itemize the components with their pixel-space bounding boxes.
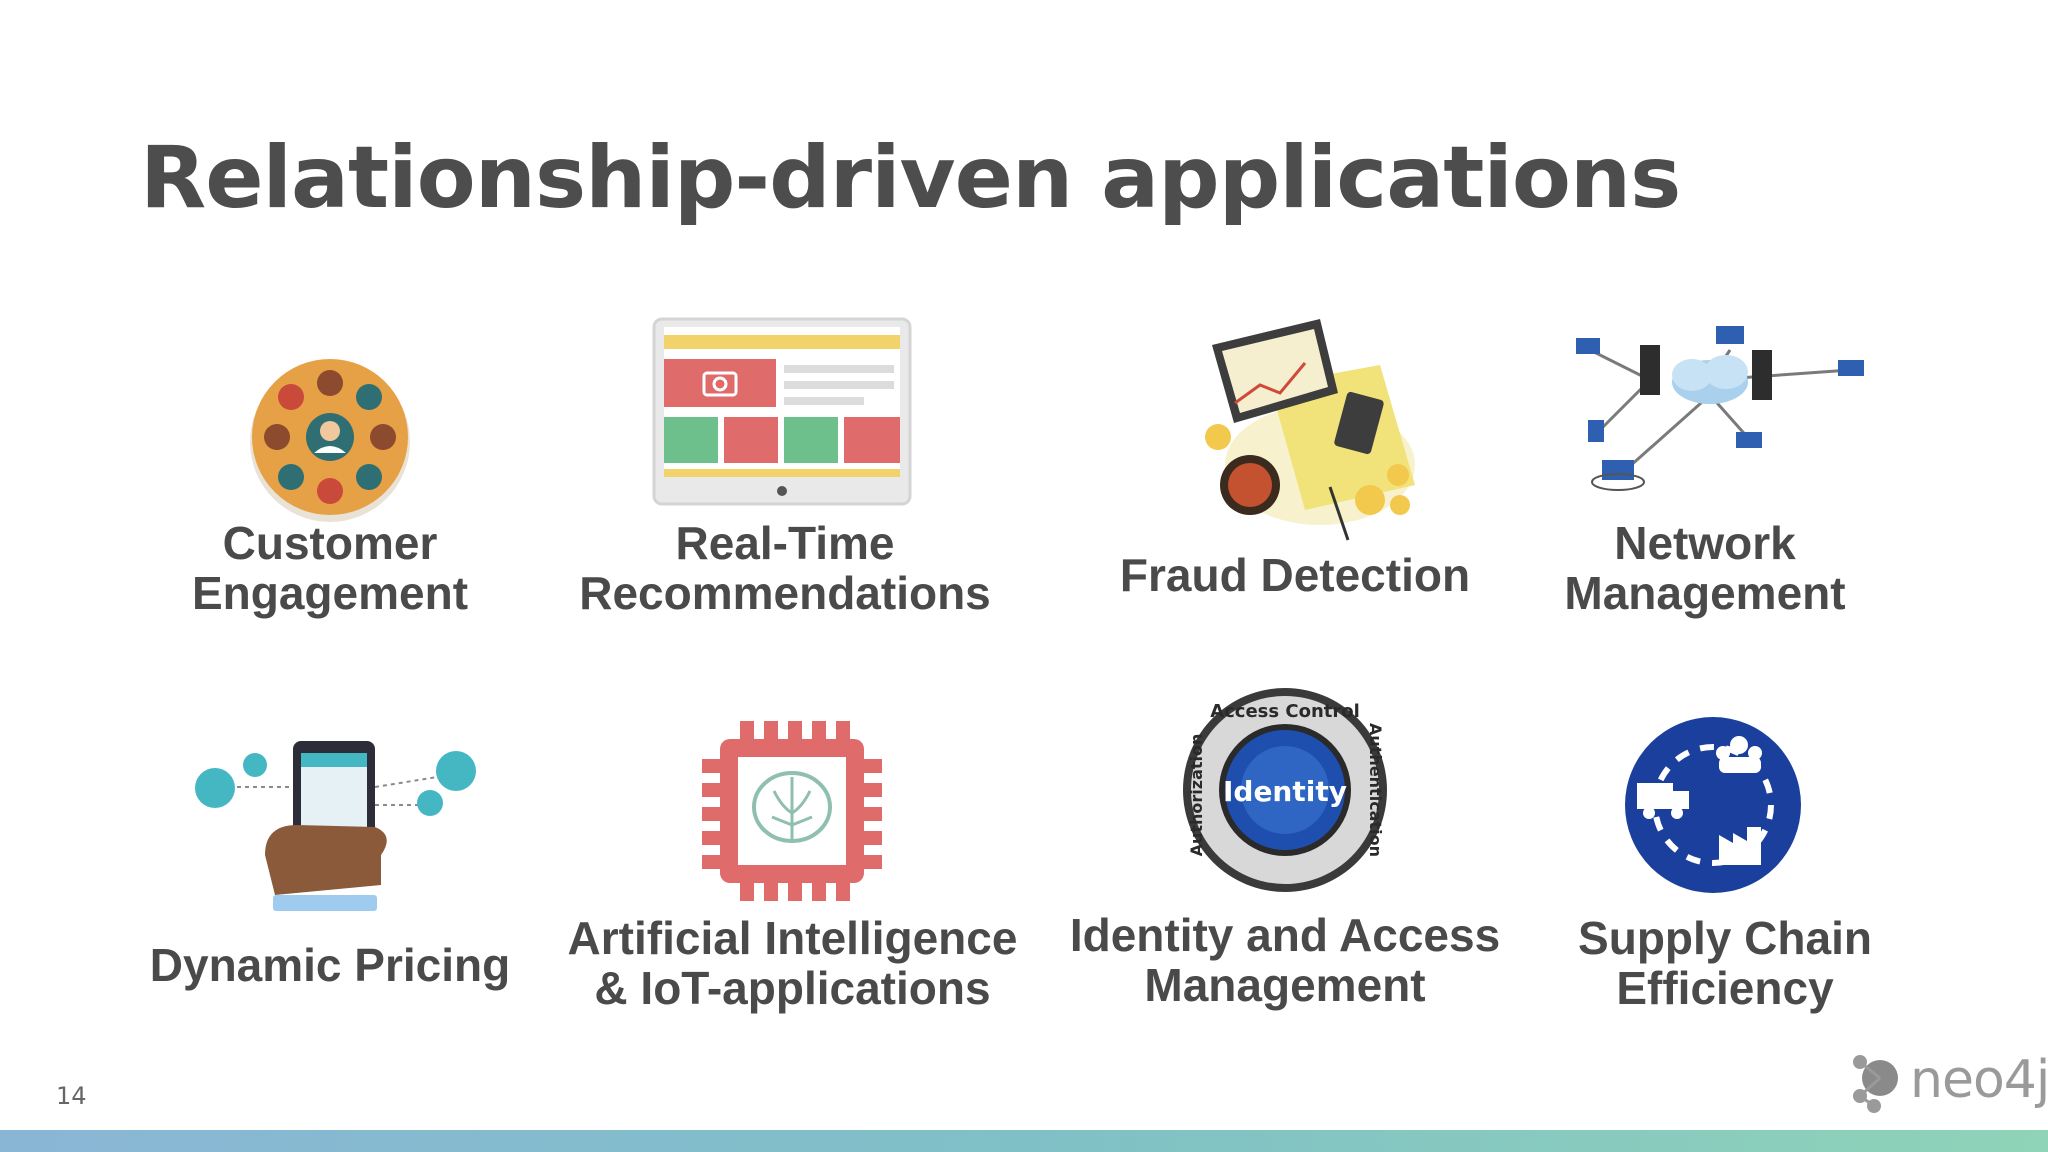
caption-network-management: Network Management bbox=[1564, 517, 1846, 619]
tile-real-time-recommendations: Real-Time Recommendations bbox=[560, 315, 1010, 630]
ring-label-access-control: Access Control bbox=[1210, 701, 1360, 722]
tile-customer-engagement: Customer Engagement bbox=[140, 350, 520, 630]
phone-in-hand-icon bbox=[195, 741, 476, 911]
bottom-gradient-bar bbox=[0, 1130, 2048, 1152]
caption-customer-engagement: Customer Engagement bbox=[191, 517, 469, 619]
slide-title: Relationship-driven applications bbox=[140, 128, 1681, 228]
tile-supply-chain: Supply Chain Efficiency bbox=[1555, 715, 1895, 1015]
neo4j-logo-text: neo4j bbox=[1910, 1050, 2048, 1110]
page-number: 14 bbox=[56, 1082, 87, 1110]
tile-network-management: Network Management bbox=[1540, 315, 1870, 630]
caption-ai-iot: Artificial Intelligence & IoT-applicatio… bbox=[567, 912, 1018, 1014]
tile-fraud-detection: Fraud Detection bbox=[1080, 315, 1510, 615]
people-circle-icon bbox=[250, 359, 410, 522]
brain-chip-icon bbox=[702, 721, 882, 901]
identity-badge-icon: Identity Access Control Authentication A… bbox=[1183, 688, 1387, 892]
caption-supply-chain: Supply Chain Efficiency bbox=[1578, 912, 1872, 1014]
caption-fraud-detection: Fraud Detection bbox=[1119, 549, 1471, 601]
identity-center-label: Identity bbox=[1223, 775, 1347, 808]
ring-label-authentication: Authentication bbox=[1366, 723, 1385, 857]
finance-report-icon bbox=[1205, 319, 1415, 541]
tile-ai-iot: Artificial Intelligence & IoT-applicatio… bbox=[560, 715, 1025, 1025]
ring-label-authorization: Authorization bbox=[1187, 734, 1206, 857]
tile-identity-access: Identity Access Control Authentication A… bbox=[1060, 685, 1510, 1015]
network-cloud-icon bbox=[1576, 326, 1864, 491]
caption-identity-access: Identity and Access Management bbox=[1069, 909, 1501, 1011]
neo4j-logo: neo4j bbox=[1850, 1048, 2048, 1118]
caption-real-time-recommendations: Real-Time Recommendations bbox=[579, 517, 991, 619]
tile-dynamic-pricing: Dynamic Pricing bbox=[140, 735, 520, 1005]
monitor-icon bbox=[652, 317, 912, 506]
supply-chain-icon bbox=[1625, 717, 1801, 893]
caption-dynamic-pricing: Dynamic Pricing bbox=[149, 939, 511, 991]
neo4j-graph-icon bbox=[1853, 1055, 1898, 1113]
